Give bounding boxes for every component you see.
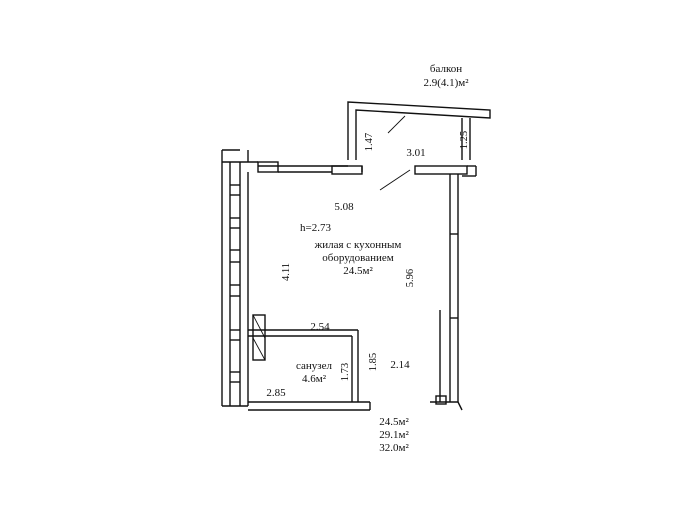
balcony-area: 2.9(4.1)м² <box>423 77 469 89</box>
dim-balcony-width: 3.01 <box>406 147 425 159</box>
bathroom-name: санузел <box>296 360 333 372</box>
living-name-line1: жилая с кухонным <box>314 239 402 251</box>
bathroom-area: 4.6м² <box>302 373 327 385</box>
dim-balcony-left: 1.47 <box>364 133 375 151</box>
total-area-1: 24.5м² <box>379 416 409 428</box>
room-height: h=2.73 <box>300 222 331 234</box>
living-area: 24.5м² <box>343 265 373 277</box>
dim-bath-partition: 2.54 <box>310 321 330 333</box>
total-area-3: 32.0м² <box>379 442 409 454</box>
balcony-outline <box>347 101 491 160</box>
dim-bath-bottom: 2.85 <box>266 387 286 399</box>
balcony-name: балкон <box>430 63 462 75</box>
dim-corridor-width: 2.14 <box>390 359 410 371</box>
dim-balcony-right: 1.25 <box>459 131 470 149</box>
right-wall <box>430 174 463 411</box>
dim-bath-outer-wall: 1.85 <box>368 353 379 371</box>
total-area-2: 29.1м² <box>379 429 409 441</box>
dim-bath-right-wall: 1.73 <box>340 363 351 381</box>
dim-living-left-height: 4.11 <box>281 263 292 281</box>
living-name-line2: оборудованием <box>322 252 393 264</box>
left-exterior-wall <box>221 162 249 407</box>
top-wall <box>221 149 477 191</box>
bathroom-walls <box>248 314 371 411</box>
dim-living-width: 5.08 <box>334 201 354 213</box>
dim-living-right-height: 5.96 <box>405 269 416 287</box>
